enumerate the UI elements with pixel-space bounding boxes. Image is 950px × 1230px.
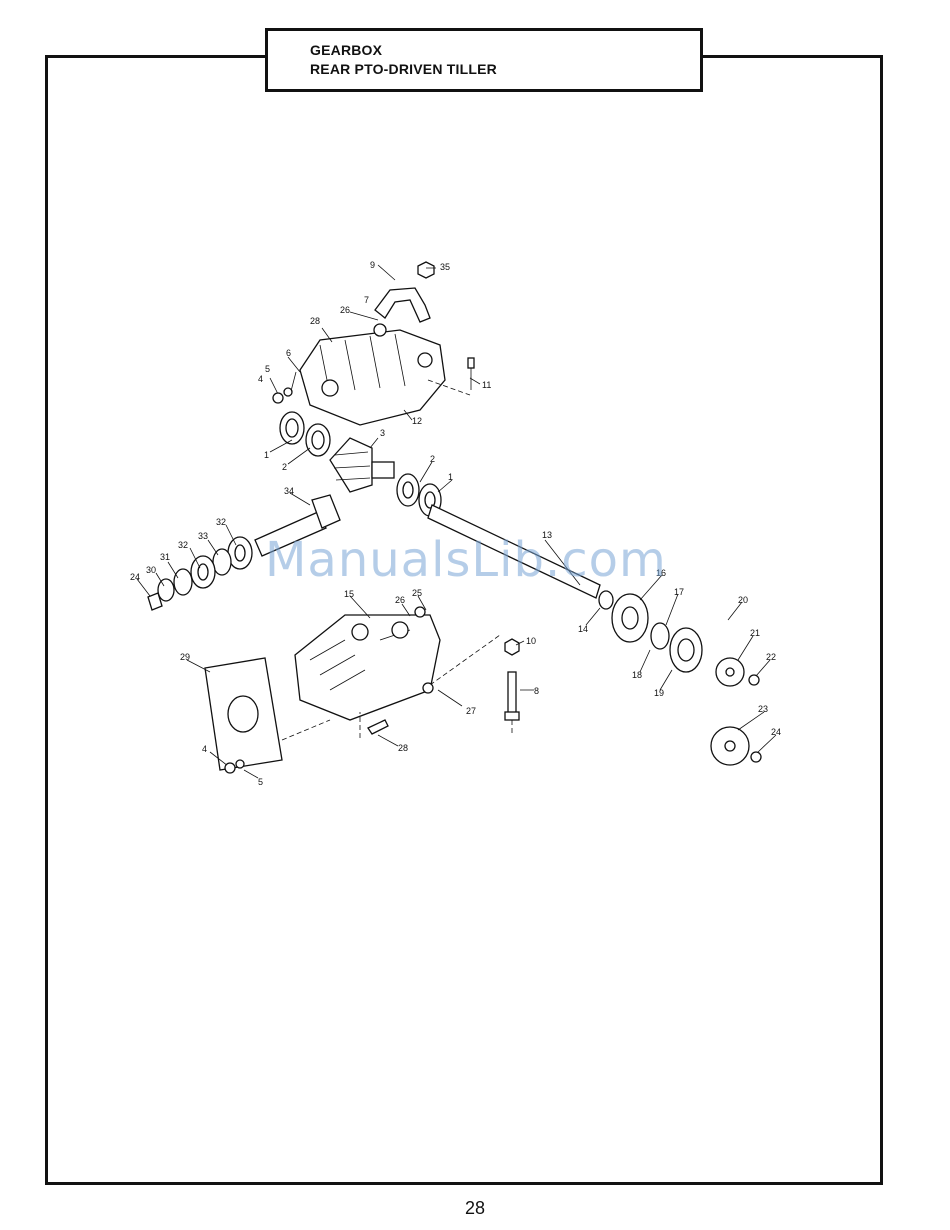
callout-11: 11 bbox=[482, 380, 491, 390]
callout-31: 31 bbox=[160, 552, 170, 562]
callout-23: 23 bbox=[758, 704, 768, 714]
callout-7: 7 bbox=[364, 295, 369, 305]
callout-34: 34 bbox=[284, 486, 294, 496]
nut-35 bbox=[418, 262, 434, 278]
callout-26-upper: 26 bbox=[340, 305, 350, 315]
callout-14: 14 bbox=[578, 624, 588, 634]
callout-5-lower: 5 bbox=[258, 777, 263, 787]
callout-24-left: 24 bbox=[130, 572, 140, 582]
callout-18: 18 bbox=[632, 670, 642, 680]
callout-29: 29 bbox=[180, 652, 190, 662]
sprocket-23 bbox=[711, 727, 749, 765]
lower-gearbox-housing bbox=[295, 615, 440, 720]
bearing-stack-left bbox=[148, 537, 252, 610]
bolt-11 bbox=[468, 358, 474, 390]
callout-2-right: 2 bbox=[430, 454, 435, 464]
gasket-plate-29 bbox=[205, 658, 282, 770]
callout-15: 15 bbox=[344, 589, 354, 599]
flange-assembly bbox=[612, 594, 702, 672]
callout-28-upper: 28 bbox=[310, 316, 320, 326]
callout-10: 10 bbox=[526, 636, 536, 646]
bolt-9 bbox=[505, 639, 519, 720]
callout-1-left: 1 bbox=[264, 450, 269, 460]
bracket bbox=[375, 288, 430, 322]
callout-5-upper: 5 bbox=[265, 364, 270, 374]
callout-27: 27 bbox=[466, 706, 476, 716]
callout-21: 21 bbox=[750, 628, 760, 638]
callout-6: 6 bbox=[286, 348, 291, 358]
callout-12: 12 bbox=[412, 416, 422, 426]
upper-gearbox-housing bbox=[300, 324, 445, 425]
callout-28-lower: 28 bbox=[398, 743, 408, 753]
callout-24-right: 24 bbox=[771, 727, 781, 737]
callout-32-lower: 32 bbox=[178, 540, 188, 550]
callout-1-right: 1 bbox=[448, 472, 453, 482]
watermark: ManualsLib.com bbox=[265, 532, 705, 588]
bearing-set-upper bbox=[280, 412, 330, 456]
callout-20: 20 bbox=[738, 595, 748, 605]
page-number: 28 bbox=[0, 1198, 950, 1219]
callout-4-lower: 4 bbox=[202, 744, 207, 754]
callout-4-upper: 4 bbox=[258, 374, 263, 384]
callout-26-lower: 26 bbox=[395, 595, 405, 605]
callout-30: 30 bbox=[146, 565, 156, 575]
callout-3: 3 bbox=[380, 428, 385, 438]
callout-9: 8 bbox=[534, 686, 539, 696]
callout-22: 22 bbox=[766, 652, 776, 662]
callout-8: 9 bbox=[370, 260, 375, 270]
callout-19: 19 bbox=[654, 688, 664, 698]
callout-32-upper: 32 bbox=[216, 517, 226, 527]
bevel-gear bbox=[330, 438, 394, 492]
callout-25: 25 bbox=[412, 588, 422, 598]
clip-24-right bbox=[751, 752, 761, 762]
sprocket-21 bbox=[716, 658, 744, 686]
clip-22 bbox=[749, 675, 759, 685]
callout-33: 33 bbox=[198, 531, 208, 541]
callout-35: 35 bbox=[440, 262, 450, 272]
callout-2-left: 2 bbox=[282, 462, 287, 472]
callout-17: 17 bbox=[674, 587, 684, 597]
